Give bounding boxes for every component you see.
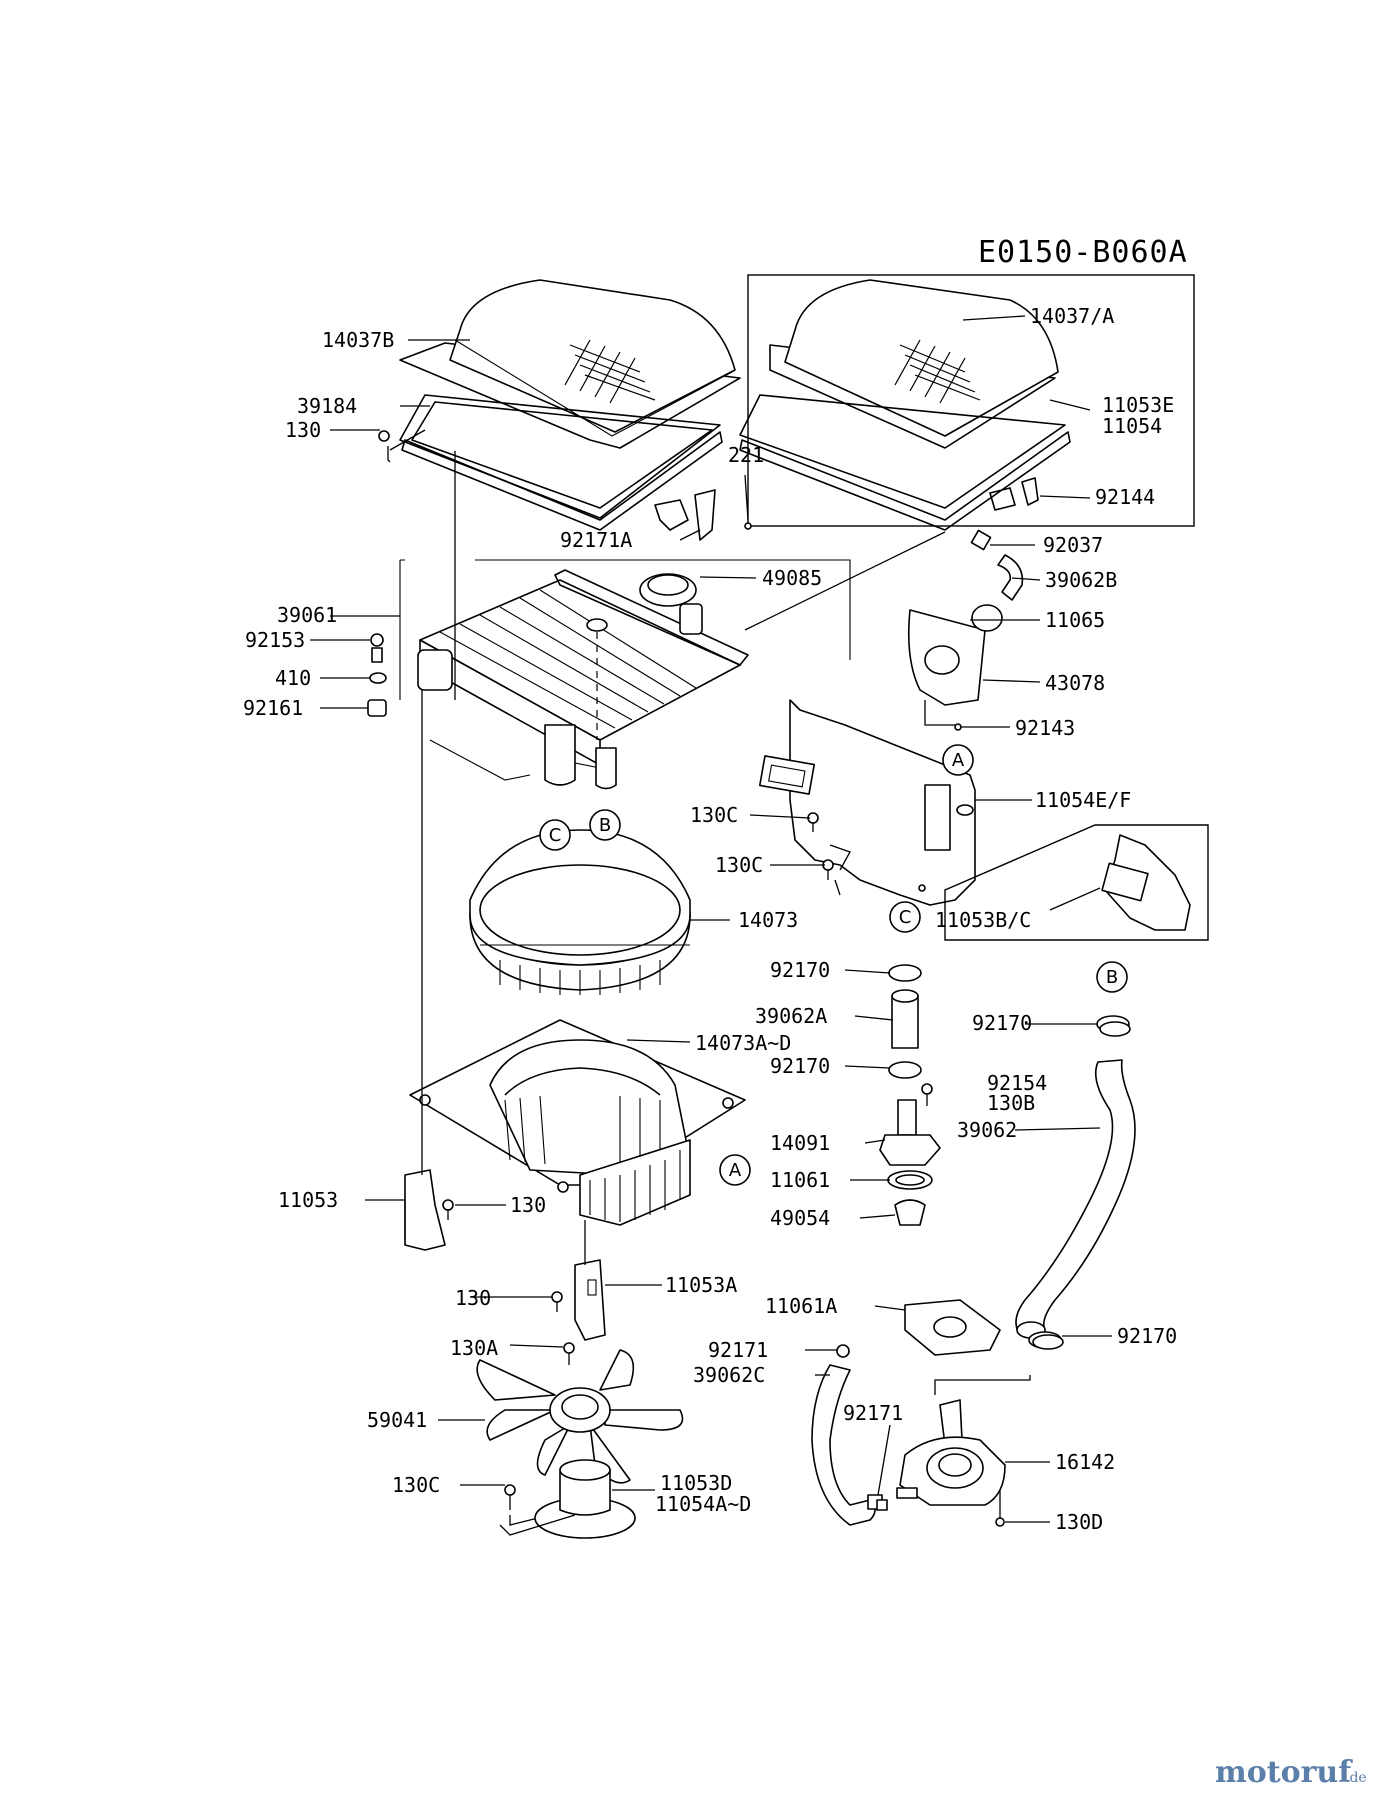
leader-lines bbox=[310, 315, 1112, 1523]
hose-39062a-drawing bbox=[888, 964, 922, 1079]
bracket-11053bc-drawing bbox=[1101, 834, 1191, 931]
label-39062: 39062 bbox=[957, 1118, 1017, 1142]
hose-39062-drawing bbox=[1015, 1015, 1136, 1349]
label-39184: 39184 bbox=[297, 394, 357, 418]
label-130c-3: 130C bbox=[392, 1473, 440, 1497]
label-14091: 14091 bbox=[770, 1131, 830, 1155]
clamps-misc bbox=[876, 1021, 1131, 1511]
label-130a: 130A bbox=[450, 1336, 498, 1360]
callout-c-1: C bbox=[539, 819, 571, 851]
label-39062b: 39062B bbox=[1045, 568, 1117, 592]
fasteners-left bbox=[367, 430, 752, 717]
radiator-cover-14037b-drawing bbox=[399, 279, 741, 541]
spacer-11053d-drawing bbox=[534, 1459, 636, 1539]
label-92171-2: 92171 bbox=[843, 1401, 903, 1425]
svg-text:A: A bbox=[729, 1160, 742, 1181]
label-92037: 92037 bbox=[1043, 533, 1103, 557]
label-92153: 92153 bbox=[245, 628, 305, 652]
label-92170-4: 92170 bbox=[1117, 1324, 1177, 1348]
label-130c-1: 130C bbox=[690, 803, 738, 827]
diagram-code: E0150-B060A bbox=[978, 235, 1188, 270]
label-11065: 11065 bbox=[1045, 608, 1105, 632]
hose-39062b-drawing bbox=[744, 529, 1024, 631]
label-221: 221 bbox=[728, 443, 764, 467]
label-14073: 14073 bbox=[738, 908, 798, 932]
svg-text:.de: .de bbox=[1345, 1770, 1367, 1786]
label-16142: 16142 bbox=[1055, 1450, 1115, 1474]
label-14073ad: 14073A~D bbox=[695, 1031, 791, 1055]
label-11061: 11061 bbox=[770, 1168, 830, 1192]
label-130c-2: 130C bbox=[715, 853, 763, 877]
label-410: 410 bbox=[275, 666, 311, 690]
label-49054: 49054 bbox=[770, 1206, 830, 1230]
label-92170-2: 92170 bbox=[770, 1054, 830, 1078]
callout-c-2: C bbox=[889, 901, 921, 933]
water-pump-16142-drawing bbox=[896, 1375, 1031, 1506]
label-130d: 130D bbox=[1055, 1510, 1103, 1534]
watermark-logo: motoruf .de bbox=[1215, 1755, 1367, 1790]
shroud-ring-14073-drawing bbox=[469, 829, 691, 995]
callout-b-1: B bbox=[589, 809, 621, 841]
thermostat-housing-14091-drawing bbox=[879, 1099, 941, 1226]
label-11053e: 11053E bbox=[1102, 393, 1174, 417]
label-11061a: 11061A bbox=[765, 1294, 837, 1318]
label-14037b: 14037B bbox=[322, 328, 394, 352]
label-14037a: 14037/A bbox=[1030, 304, 1114, 328]
label-92170-3: 92170 bbox=[972, 1011, 1032, 1035]
shroud-bracket-11054ef-drawing bbox=[758, 699, 976, 906]
hose-39062c-drawing bbox=[811, 1344, 883, 1526]
label-49085: 49085 bbox=[762, 566, 822, 590]
label-130b: 130B bbox=[987, 1091, 1035, 1115]
label-11054: 11054 bbox=[1102, 414, 1162, 438]
label-92143: 92143 bbox=[1015, 716, 1075, 740]
label-92170-1: 92170 bbox=[770, 958, 830, 982]
label-92171-1: 92171 bbox=[708, 1338, 768, 1362]
construction-lines bbox=[389, 429, 851, 1536]
label-130-2: 130 bbox=[510, 1193, 546, 1217]
label-11053: 11053 bbox=[278, 1188, 338, 1212]
part-labels: 14037B 39184 130 221 92171A 14037/A 1105… bbox=[243, 304, 1177, 1534]
label-11054ad: 11054A~D bbox=[655, 1492, 751, 1516]
radiator-cover-14037a-drawing bbox=[739, 279, 1071, 531]
svg-text:B: B bbox=[1106, 967, 1118, 988]
label-92171a: 92171A bbox=[560, 528, 632, 552]
label-11053d: 11053D bbox=[660, 1471, 732, 1495]
label-43078: 43078 bbox=[1045, 671, 1105, 695]
svg-text:motoruf: motoruf bbox=[1215, 1755, 1353, 1790]
label-39062a: 39062A bbox=[755, 1004, 827, 1028]
svg-text:C: C bbox=[899, 907, 912, 928]
label-92144: 92144 bbox=[1095, 485, 1155, 509]
svg-text:C: C bbox=[549, 825, 562, 846]
variant-box-bracket bbox=[944, 824, 1209, 941]
radiator-39061-drawing bbox=[399, 559, 851, 790]
bracket-11053-drawing bbox=[404, 1169, 446, 1251]
label-11053a: 11053A bbox=[665, 1273, 737, 1297]
bolts-group bbox=[442, 812, 1005, 1527]
svg-text:A: A bbox=[952, 750, 965, 771]
svg-text:B: B bbox=[599, 815, 611, 836]
label-130-3: 130 bbox=[455, 1286, 491, 1310]
label-59041: 59041 bbox=[367, 1408, 427, 1432]
label-130: 130 bbox=[285, 418, 321, 442]
fan-shroud-14073ad-drawing bbox=[409, 1019, 746, 1226]
label-11053bc: 11053B/C bbox=[935, 908, 1031, 932]
gasket-11061a-drawing bbox=[904, 1299, 1001, 1356]
reservoir-tank-43078-drawing bbox=[908, 604, 1003, 731]
bracket-11053a-drawing bbox=[574, 1220, 606, 1341]
callout-b-2: B bbox=[1096, 961, 1128, 993]
fan-59041-drawing bbox=[476, 1349, 684, 1484]
variant-box-cover bbox=[747, 274, 1195, 527]
callout-a-2: A bbox=[719, 1154, 751, 1186]
label-39062c: 39062C bbox=[693, 1363, 765, 1387]
callout-a-1: A bbox=[942, 744, 974, 776]
label-92154: 92154 bbox=[987, 1071, 1047, 1095]
label-11054ef: 11054E/F bbox=[1035, 788, 1131, 812]
label-92161: 92161 bbox=[243, 696, 303, 720]
label-39061: 39061 bbox=[277, 603, 337, 627]
